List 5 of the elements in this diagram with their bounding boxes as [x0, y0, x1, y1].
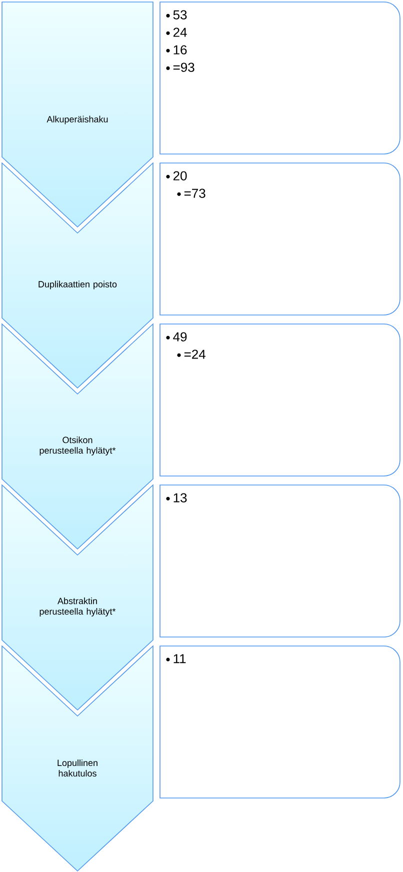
text-box: 53 24 16 =93: [160, 2, 400, 154]
text-box: 13: [160, 484, 400, 638]
text-box: 20 =73: [160, 162, 400, 316]
text-box: 11: [160, 646, 400, 798]
text-box: 49 =24: [160, 324, 400, 476]
